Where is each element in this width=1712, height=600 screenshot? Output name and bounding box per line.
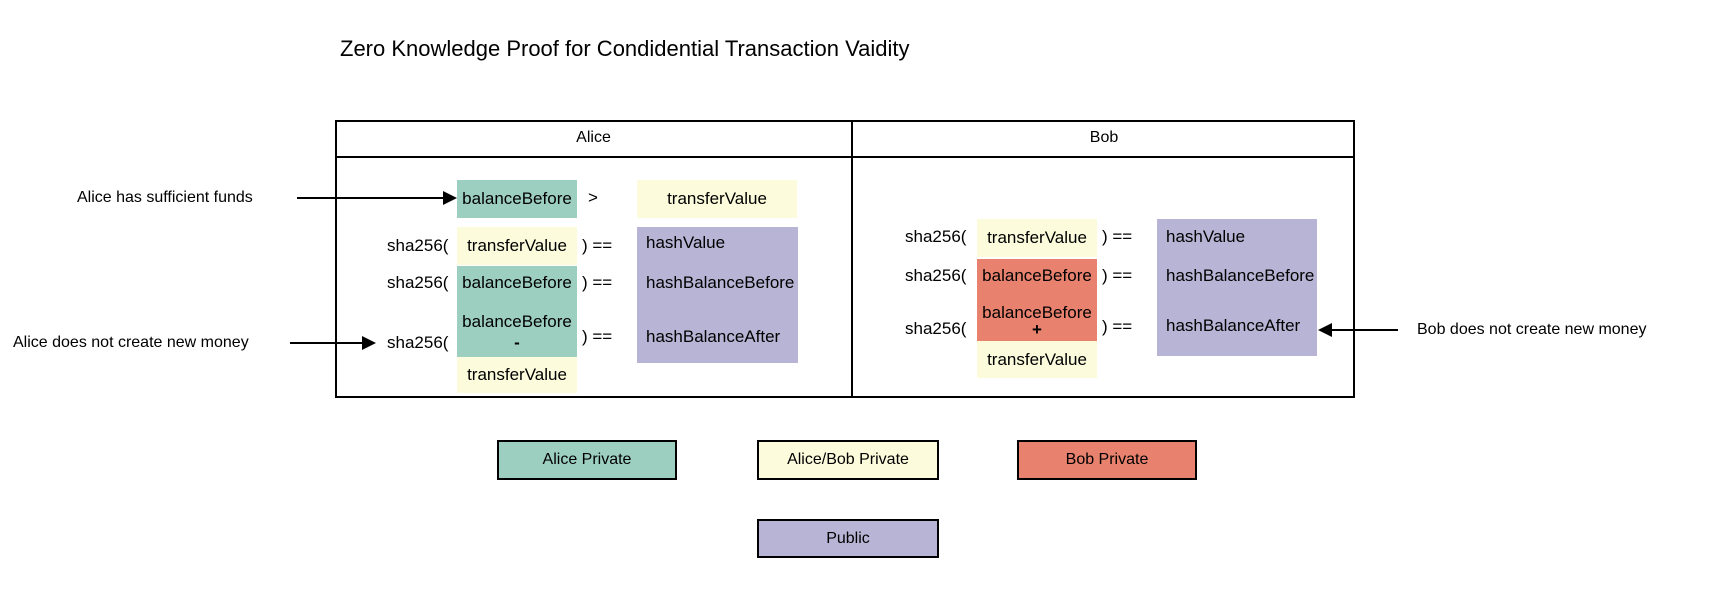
alice-balance-stack-box: balanceBefore balanceBefore - <box>457 266 577 357</box>
alice-hash-value: hashValue <box>646 233 726 252</box>
legend-alice-private: Alice Private <box>497 440 677 480</box>
alice-eq3-sha-close: ) == <box>582 327 613 346</box>
alice-no-new-money-arrow-head-icon <box>362 336 376 350</box>
bob-eq3-arg-line2-box: transferValue <box>977 341 1097 378</box>
bob-eq3-sha-close: ) == <box>1102 317 1133 336</box>
alice-sufficient-funds-label: Alice has sufficient funds <box>77 189 253 206</box>
bob-eq1-sha-open: sha256( <box>905 227 967 246</box>
alice-eq2-sha-open: sha256( <box>387 273 449 292</box>
alice-panel-header: Alice <box>576 129 611 146</box>
bob-hash-balance-before: hashBalanceBefore <box>1166 266 1315 285</box>
bob-public-hashes-box: hashValue hashBalanceBefore hashBalanceA… <box>1157 219 1317 356</box>
diagram-title: Zero Knowledge Proof for Condidential Tr… <box>340 36 910 61</box>
alice-eq2-arg: balanceBefore <box>462 273 572 292</box>
bob-no-new-money-arrow-head-icon <box>1318 323 1332 337</box>
alice-transfer-value-box: transferValue <box>637 180 797 218</box>
legend-public: Public <box>757 519 939 558</box>
bob-panel-header: Bob <box>1089 129 1119 146</box>
alice-eq2-sha-close: ) == <box>582 273 613 292</box>
legend-bob-private: Bob Private <box>1017 440 1197 480</box>
alice-greater-than-operator: > <box>588 188 598 207</box>
bob-eq2-arg: balanceBefore <box>982 266 1092 285</box>
alice-hash-balance-after: hashBalanceAfter <box>646 327 781 346</box>
panel-header-divider <box>335 156 1355 158</box>
bob-plus-operator: + <box>1032 320 1042 339</box>
alice-public-hashes-box: hashValue hashBalanceBefore hashBalanceA… <box>637 227 798 363</box>
bob-balance-stack-box: balanceBefore balanceBefore + <box>977 259 1097 341</box>
alice-no-new-money-arrow-line <box>290 342 363 344</box>
alice-sufficient-funds-arrow-head-icon <box>443 191 457 205</box>
bob-eq1-arg-box: transferValue <box>977 219 1097 257</box>
alice-sufficient-funds-arrow-line <box>297 197 445 199</box>
bob-hash-value: hashValue <box>1166 227 1246 246</box>
bob-eq3-arg-line1: balanceBefore <box>982 303 1092 322</box>
bob-no-new-money-label: Bob does not create new money <box>1417 321 1647 338</box>
panel-vertical-divider <box>851 120 853 398</box>
alice-balance-before-box: balanceBefore <box>457 180 577 218</box>
bob-no-new-money-arrow-line <box>1330 329 1398 331</box>
bob-eq2-sha-open: sha256( <box>905 266 967 285</box>
alice-hash-balance-before: hashBalanceBefore <box>646 273 795 292</box>
alice-eq3-arg-line2-box: transferValue <box>457 357 577 393</box>
bob-eq2-sha-close: ) == <box>1102 266 1133 285</box>
bob-eq1-sha-close: ) == <box>1102 227 1133 246</box>
legend-shared-private: Alice/Bob Private <box>757 440 939 480</box>
alice-no-new-money-label: Alice does not create new money <box>13 334 249 351</box>
alice-eq1-sha-close: ) == <box>582 236 613 255</box>
alice-eq3-sha-open: sha256( <box>387 333 449 352</box>
alice-minus-operator: - <box>514 333 520 352</box>
bob-eq3-sha-open: sha256( <box>905 319 967 338</box>
alice-eq1-sha-open: sha256( <box>387 236 449 255</box>
alice-eq3-arg-line1: balanceBefore <box>462 312 572 331</box>
bob-hash-balance-after: hashBalanceAfter <box>1166 316 1301 335</box>
alice-eq1-arg-box: transferValue <box>457 227 577 265</box>
